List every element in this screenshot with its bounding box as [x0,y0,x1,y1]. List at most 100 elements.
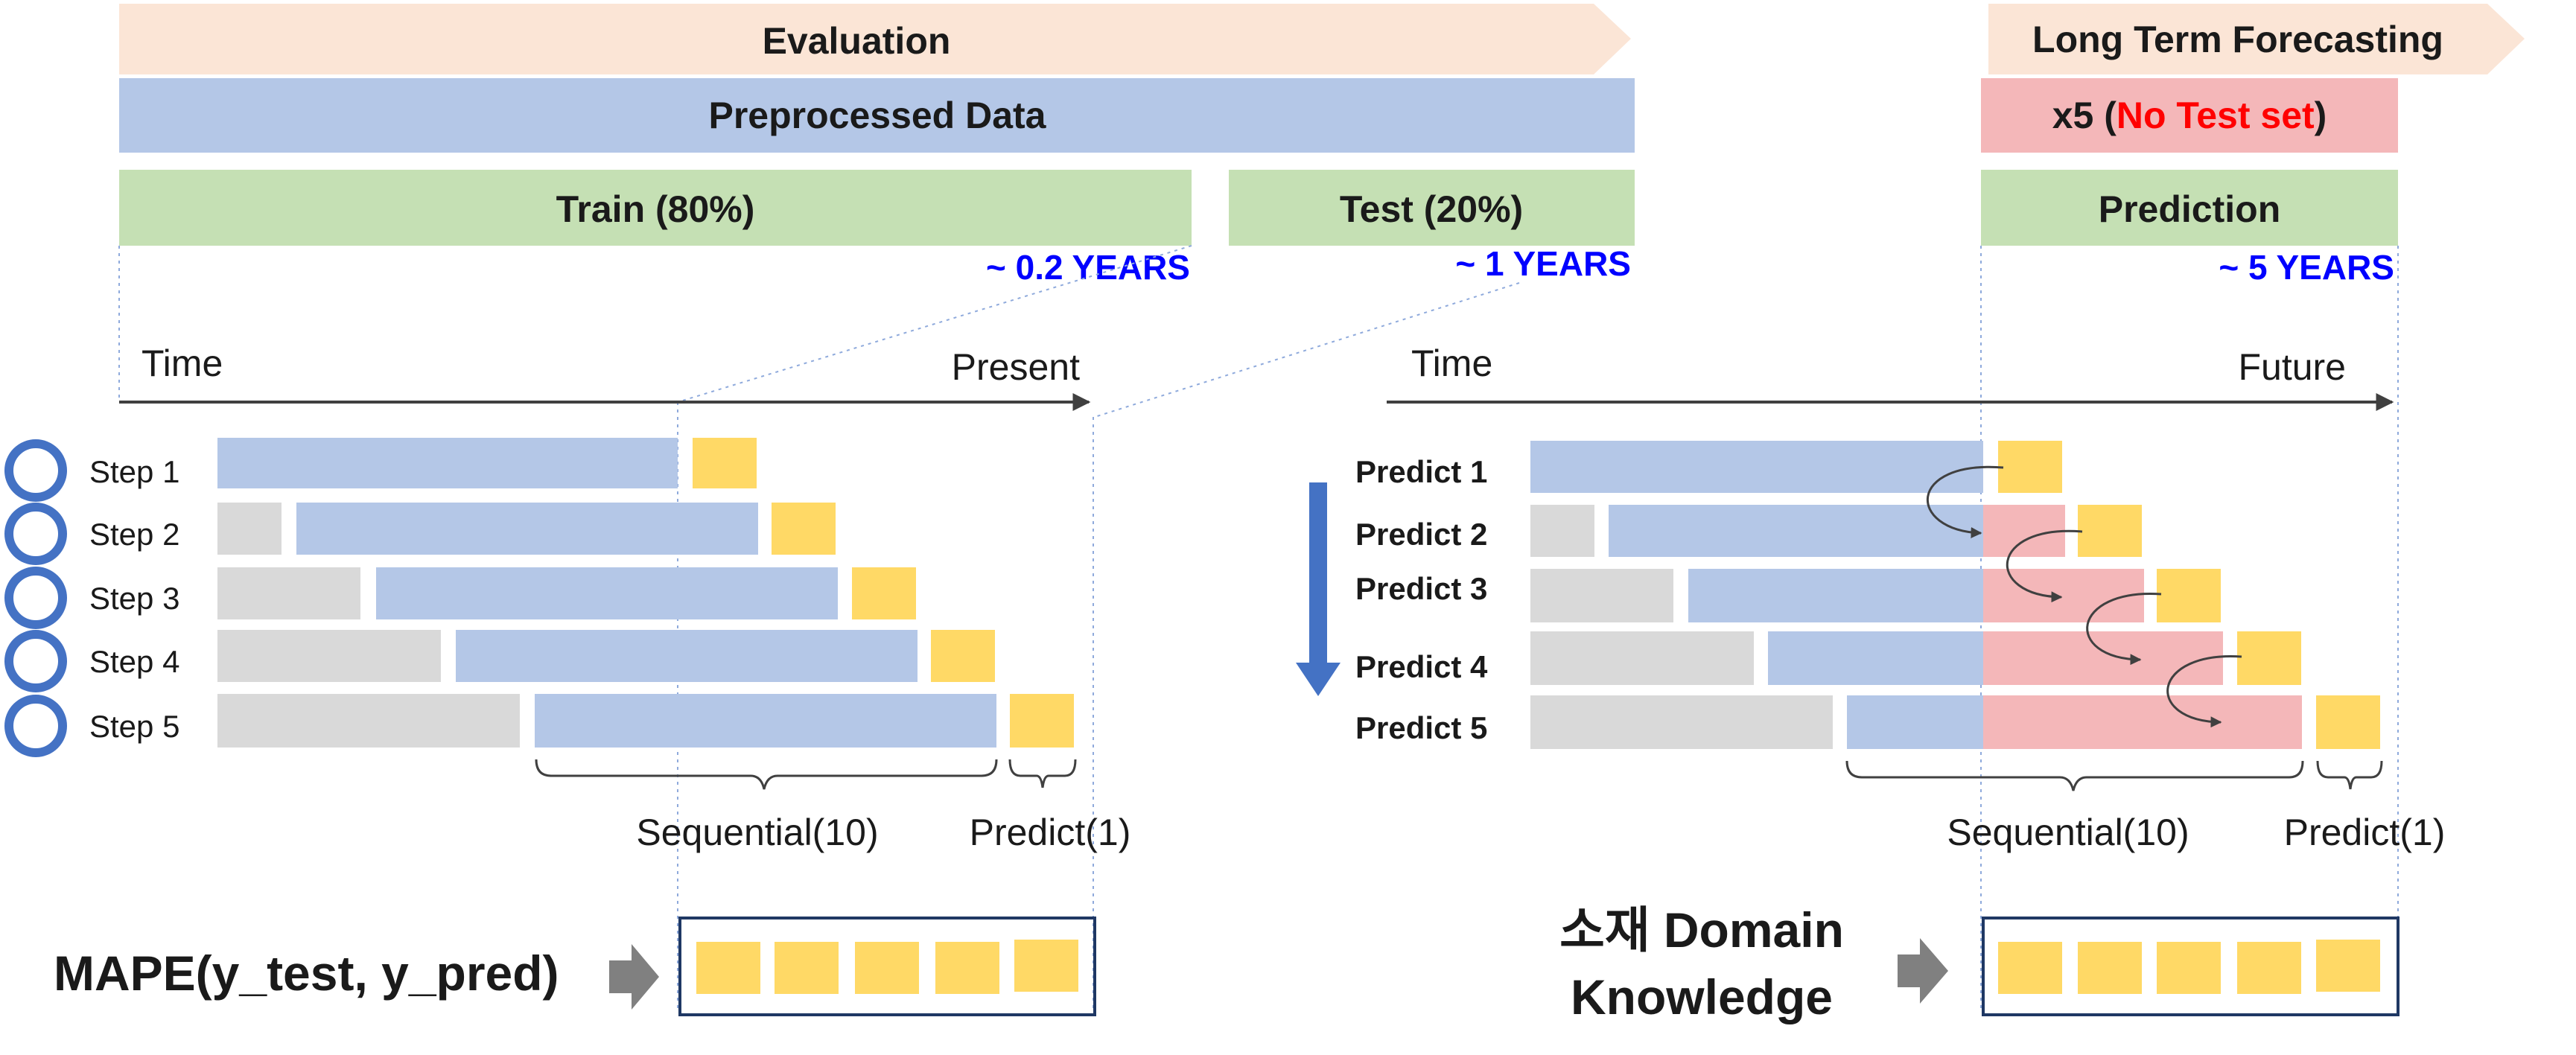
step-4-past-bar [217,630,441,682]
predict-2-predicted-bar [1983,505,2065,557]
train-bar [119,170,1192,246]
step-3-past-bar [217,567,360,619]
feedback-arrow [2086,593,2162,666]
predict-3-label: Predict 3 [1355,571,1487,606]
left-sequential-label: Sequential(10) [636,812,878,853]
predict-1-label: Predict 1 [1355,454,1487,489]
train-label: Train (80%) [556,188,755,230]
predict-5-label: Predict 5 [1355,710,1487,745]
right-pred-box-1 [1998,942,2062,994]
right-sequential-brace [1845,760,2304,791]
predict-2-past-bar [1530,505,1594,557]
evaluation-banner [119,4,1631,74]
step-4-predict-box [931,630,995,682]
preprocessed-data-bar [119,78,1635,153]
step-3-sequence-bar [376,567,838,619]
predict-3-output-box [2157,569,2221,622]
cycle-icons [4,439,67,757]
evaluation-title: Evaluation [763,20,951,62]
predict-3-sequence-bar [1688,569,1983,622]
step-3-label: Step 3 [89,581,179,616]
train-years: ~ 0.2 YEARS [986,248,1190,287]
left-prediction-frame [678,917,1096,1016]
prediction-bar [1981,170,2398,246]
domain-knowledge-line2: Knowledge [1571,969,1833,1024]
predict-1-output-box [1998,441,2062,493]
step-4-label: Step 4 [89,644,179,679]
x5-label: x5 (No Test set) [2052,95,2327,136]
step-1-sequence-bar [217,438,678,488]
x5-prefix: x5 ( [2052,95,2117,136]
predict-5-sequence-bar [1847,695,1983,749]
right-predict-label: Predict(1) [2284,812,2446,853]
feedback-arrows [1926,465,2242,728]
test-bar [1229,170,1635,246]
x5-bar [1981,78,2398,153]
right-pred-box-3 [2157,942,2221,994]
right-predict-brace [2316,760,2383,790]
step-2-past-bar [217,503,282,555]
predict-4-output-box [2237,631,2301,685]
right-pred-box-4 [2237,942,2301,994]
step-2-predict-box [772,503,836,555]
predict-5-output-box [2316,695,2380,749]
left-time-label: Time [141,342,223,384]
predict-1-sequence-bar [1530,441,1983,493]
cycle-icon [4,630,67,692]
predict-2-output-box [2078,505,2142,557]
left-pred-box-5 [1014,940,1078,992]
left-pred-box-3 [855,942,919,994]
step-5-predict-box [1010,694,1074,748]
step-2-sequence-bar [296,503,758,555]
left-present-label: Present [952,346,1080,388]
test-years: ~ 1 YEARS [1455,244,1631,283]
predict-3-past-bar [1530,569,1673,622]
step-5-label: Step 5 [89,709,179,744]
left-pred-box-4 [935,942,999,994]
guide-lines [118,245,2399,1013]
x5-suffix: ) [2315,95,2327,136]
right-time-label: Time [1411,342,1492,384]
left-pred-box-1 [696,942,760,994]
domain-arrow [1898,938,1948,1004]
step-3-predict-box [852,567,916,619]
predict-4-past-bar [1530,631,1754,685]
test-label: Test (20%) [1340,188,1523,230]
left-pred-box-2 [775,942,839,994]
prediction-label: Prediction [2099,188,2280,230]
x5-no-test: No Test set [2117,95,2315,136]
predict-5-past-bar [1530,695,1833,749]
right-prediction-frame [1982,917,2400,1016]
cycle-icon [4,503,67,565]
prediction-years: ~ 5 YEARS [2219,248,2394,287]
left-predict-brace [1008,759,1077,788]
right-pred-box-5 [2316,940,2380,992]
step-2-label: Step 2 [89,517,179,552]
predict-4-label: Predict 4 [1355,649,1488,684]
cycle-icon [4,695,67,757]
cycle-icon [4,439,67,502]
step-1-label: Step 1 [89,454,179,489]
right-future-label: Future [2238,346,2346,388]
long-term-title: Long Term Forecasting [2032,19,2443,60]
feedback-arrow [2006,529,2083,603]
mape-label: MAPE(y_test, y_pred) [54,946,559,1001]
feedback-arrow [2166,655,2242,728]
step-5-past-bar [217,694,520,748]
feedback-arrow [1926,465,2004,538]
predict-4-predicted-bar [1983,631,2223,685]
down-arrow-icon [1296,482,1341,696]
right-pred-box-2 [2078,942,2142,994]
long-term-banner [1988,4,2525,74]
mape-arrow [609,944,659,1010]
step-4-sequence-bar [456,630,917,682]
step-1-predict-box [693,438,757,488]
step-5-sequence-bar [535,694,996,748]
predict-2-sequence-bar [1609,505,1983,557]
predict-4-sequence-bar [1768,631,1983,685]
predict-2-label: Predict 2 [1355,517,1487,552]
preprocessed-data-label: Preprocessed Data [708,95,1046,136]
cycle-icon [4,567,67,629]
left-predict-label: Predict(1) [970,812,1131,853]
